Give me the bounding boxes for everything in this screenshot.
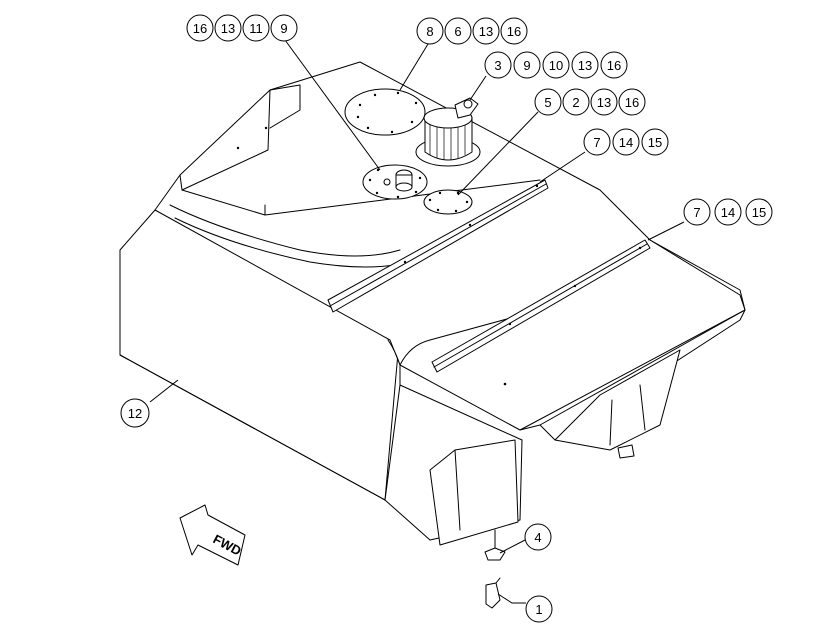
fuel-sender-assembly bbox=[415, 97, 481, 167]
right-rail bbox=[431, 239, 651, 373]
forward-direction-arrow: FWD bbox=[179, 504, 246, 566]
callout-bubble bbox=[120, 398, 150, 428]
callout-number: 9 bbox=[280, 21, 287, 36]
callout-number: 10 bbox=[549, 58, 563, 73]
callout-number: 12 bbox=[128, 406, 142, 421]
callout-bubble bbox=[270, 14, 298, 42]
callout-bubble bbox=[600, 51, 628, 79]
callout-group-g8: 4 bbox=[524, 523, 552, 551]
callout-group-g6: 7 14 15 bbox=[683, 198, 773, 226]
callout-bubble bbox=[513, 51, 541, 79]
callout-bubble bbox=[714, 198, 742, 226]
callout-bubble bbox=[524, 523, 552, 551]
callout-bubble bbox=[484, 51, 512, 79]
callout-bubble bbox=[186, 14, 214, 42]
callout-bubbles: 16 13 11 9 8 6 13 16 3 9 10 13 16 5 2 13 16 7 14 15 7 14 15 12 4… bbox=[120, 14, 773, 623]
callout-group-g9: 1 bbox=[525, 595, 553, 623]
callout-bubble bbox=[500, 17, 528, 45]
callout-number: 13 bbox=[597, 95, 611, 110]
callout-bubble bbox=[571, 51, 599, 79]
callout-number: 16 bbox=[193, 21, 207, 36]
callout-bubble bbox=[590, 88, 618, 116]
callout-bubble bbox=[444, 17, 472, 45]
callout-bubble bbox=[641, 128, 669, 156]
callout-bubble bbox=[562, 88, 590, 116]
callout-number: 14 bbox=[721, 205, 735, 220]
callout-number: 6 bbox=[454, 24, 461, 39]
callout-number: 5 bbox=[544, 95, 551, 110]
callout-bubble bbox=[416, 17, 444, 45]
leader-lines bbox=[149, 39, 685, 604]
callout-group-g2: 8 6 13 16 bbox=[416, 17, 528, 45]
callout-bubble bbox=[214, 14, 242, 42]
callout-bubble bbox=[618, 88, 646, 116]
callout-number: 15 bbox=[648, 135, 662, 150]
callout-number: 16 bbox=[507, 24, 521, 39]
callout-group-g3: 3 9 10 13 16 bbox=[484, 51, 628, 79]
fuel-tank-body bbox=[119, 61, 746, 609]
callout-number: 15 bbox=[752, 205, 766, 220]
left-rail bbox=[327, 179, 549, 313]
sender-plate bbox=[423, 189, 473, 215]
callout-number: 13 bbox=[578, 58, 592, 73]
access-cover-plate bbox=[344, 88, 426, 136]
callout-group-g1: 16 13 11 9 bbox=[186, 14, 298, 42]
callout-group-g5: 7 14 15 bbox=[583, 128, 669, 156]
callout-number: 11 bbox=[249, 21, 263, 36]
callout-number: 14 bbox=[619, 135, 633, 150]
callout-bubble bbox=[683, 198, 711, 226]
filler-plate bbox=[362, 164, 428, 200]
callout-number: 8 bbox=[426, 24, 433, 39]
callout-bubble bbox=[542, 51, 570, 79]
callout-number: 16 bbox=[607, 58, 621, 73]
callout-number: 2 bbox=[572, 95, 579, 110]
callout-number: 13 bbox=[479, 24, 493, 39]
callout-number: 9 bbox=[523, 58, 530, 73]
callout-number: 3 bbox=[494, 58, 501, 73]
callout-bubble bbox=[745, 198, 773, 226]
callout-bubble bbox=[472, 17, 500, 45]
callout-number: 4 bbox=[534, 530, 541, 545]
callout-bubble bbox=[525, 595, 553, 623]
callout-group-g7: 12 bbox=[120, 398, 150, 428]
callout-number: 13 bbox=[221, 21, 235, 36]
callout-number: 16 bbox=[625, 95, 639, 110]
callout-number: 7 bbox=[593, 135, 600, 150]
callout-bubble bbox=[583, 128, 611, 156]
callout-bubble bbox=[612, 128, 640, 156]
callout-group-g4: 5 2 13 16 bbox=[534, 88, 646, 116]
callout-number: 1 bbox=[535, 602, 542, 617]
callout-number: 7 bbox=[693, 205, 700, 220]
callout-bubble bbox=[242, 14, 270, 42]
callout-bubble bbox=[534, 88, 562, 116]
